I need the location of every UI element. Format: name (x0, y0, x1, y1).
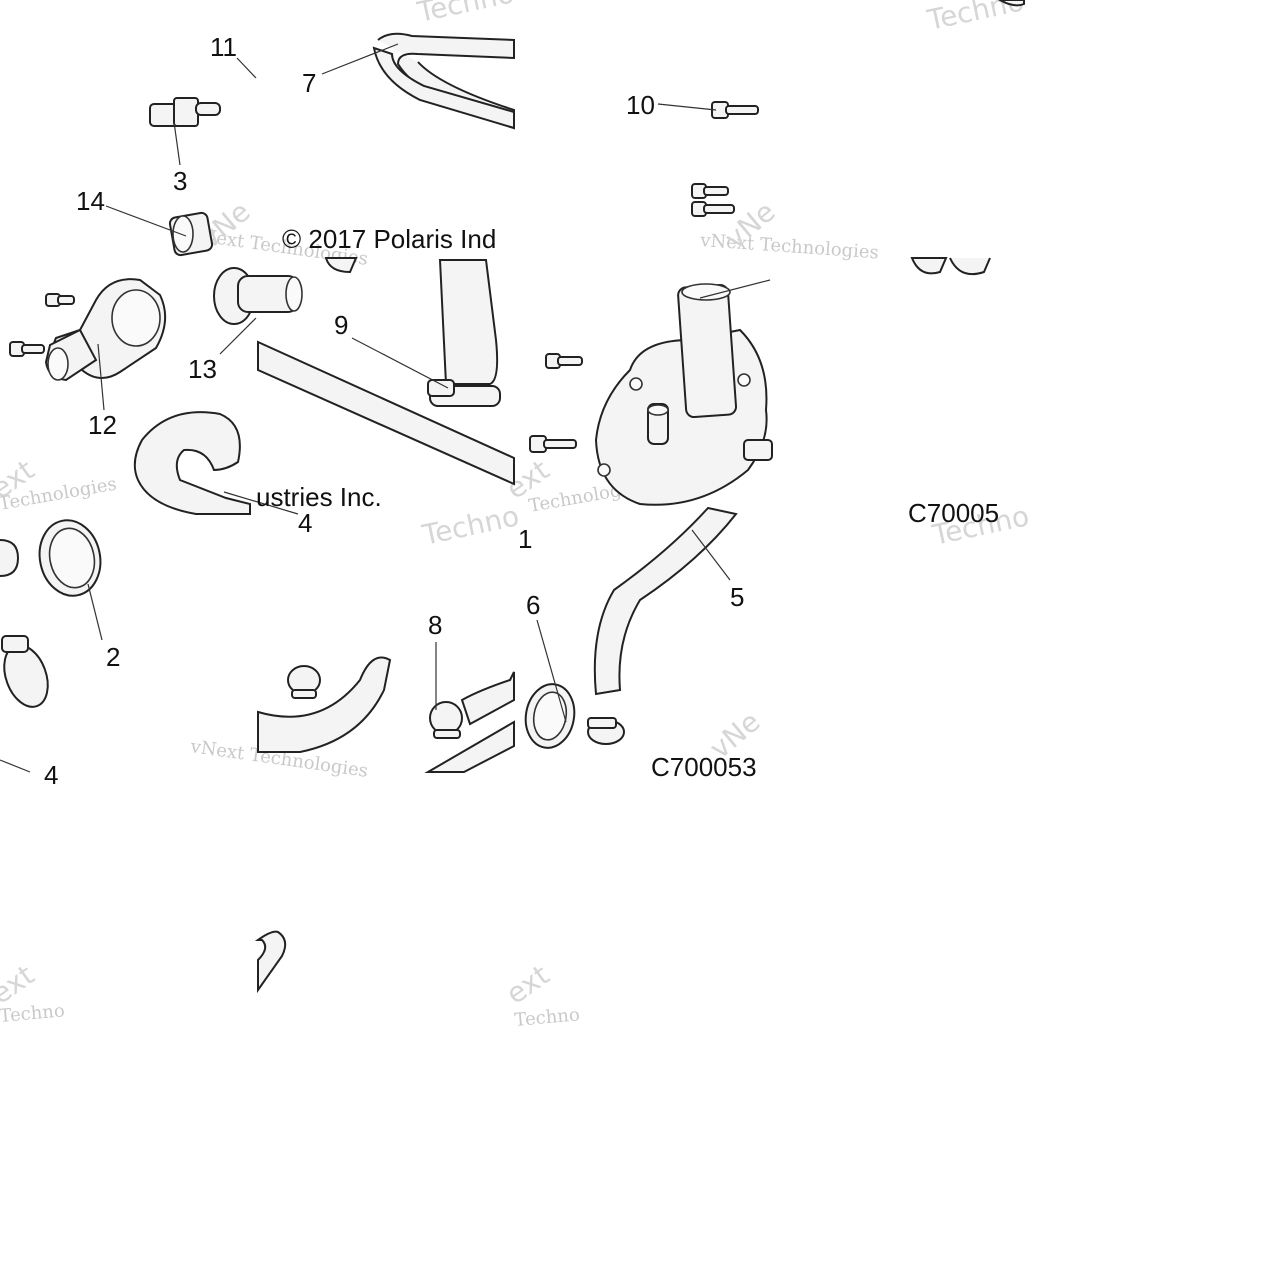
callout-8: 8 (428, 610, 442, 640)
callout-5: 5 (730, 582, 744, 612)
thermostat-housing-12 (44, 278, 167, 382)
callout-9: 9 (334, 310, 348, 340)
callout-4-partial: 4 (44, 760, 58, 790)
callout-numbers: 11 7 10 3 14 9 13 12 4 1 5 6 8 2 4 (44, 32, 744, 790)
hose-clamp-9 (427, 379, 501, 407)
hose-9 (438, 259, 499, 385)
watermark-tech-2: Techno (419, 499, 522, 552)
leader-lines (0, 43, 771, 773)
hose-clamp-6 (587, 717, 625, 745)
callout-2: 2 (106, 642, 120, 672)
hose-lower-diagonal (424, 720, 515, 773)
callout-11: 11 (210, 32, 237, 62)
callout-10: 10 (626, 90, 655, 120)
watermark-tech-5: Techno (0, 1000, 66, 1027)
callout-1: 1 (518, 524, 532, 554)
hose-lower-left (257, 656, 392, 753)
bolt-pump-a (545, 353, 583, 369)
copyright-text-left: © 2017 Polaris Ind (282, 224, 496, 254)
callout-14: 14 (76, 186, 105, 216)
fragment-right-clamp (910, 257, 991, 276)
callout-6: 6 (526, 590, 540, 620)
bolt-12b (9, 341, 45, 357)
long-pipe (257, 340, 515, 486)
bolt-pump-b (529, 435, 577, 453)
hose-5 (593, 506, 738, 696)
watermark-tech-top: Techno (414, 0, 517, 29)
callout-7: 7 (302, 68, 316, 98)
hose-8 (460, 671, 515, 726)
watermark-ext-4: ext (500, 958, 555, 1010)
seal-6 (524, 683, 576, 749)
watermark-tech-6: Techno (514, 1004, 581, 1031)
fragment-top-right (997, 0, 1025, 7)
hose-4 (133, 411, 251, 515)
sleeve-14 (168, 211, 214, 257)
seal-ring-2 (38, 519, 102, 597)
callout-13: 13 (188, 354, 217, 384)
ring-left-edge (0, 539, 20, 577)
water-pump-1 (594, 283, 773, 506)
bolt-pair (691, 183, 735, 217)
watermark-group: Techno Techno vNext Technologies vNe vNe… (0, 0, 1032, 1031)
hose-clamp-lower (287, 665, 321, 699)
temperature-sensor-3 (149, 97, 221, 127)
hose-bottom-fragment (254, 930, 287, 994)
bolt-12a (45, 293, 75, 307)
hose-clamp-left (1, 635, 49, 708)
mask-bottom (0, 1030, 1285, 1285)
thermostat-13 (213, 267, 303, 325)
fragment-clamp-mid (324, 257, 358, 274)
hose-clamp-8 (429, 701, 463, 739)
hose-7-inner (372, 46, 515, 130)
diagram-code-partial: C70005 (908, 498, 999, 528)
bolt-10 (711, 101, 759, 119)
copyright-text-right: ustries Inc. (256, 482, 382, 512)
callout-4: 4 (298, 508, 312, 538)
diagram-code: C700053 (651, 752, 757, 782)
callout-3: 3 (173, 166, 187, 196)
callout-12: 12 (88, 410, 117, 440)
